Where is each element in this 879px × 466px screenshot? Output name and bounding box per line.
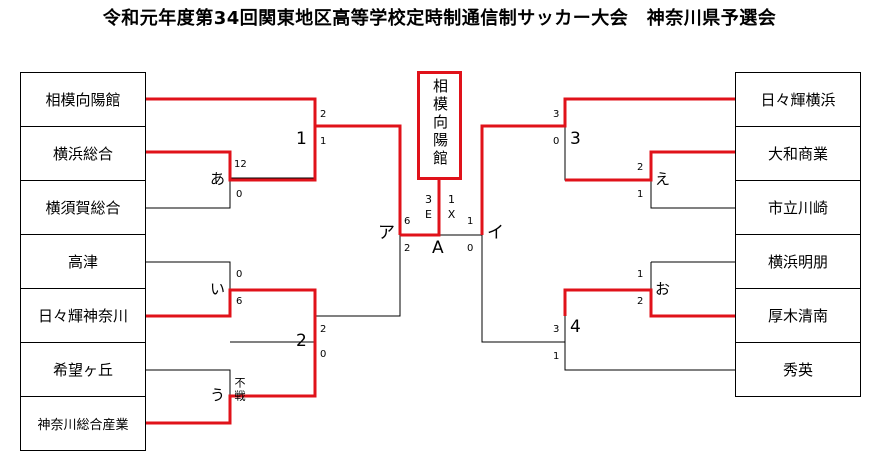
line-a-bottom (146, 178, 231, 209)
win-line-atsugiseinan (563, 288, 735, 318)
left-team-6: 希望ヶ丘 (20, 342, 146, 397)
score-semi-left-bottom: 2 (404, 243, 411, 254)
right-team-1: 日々輝横浜 (735, 72, 861, 127)
win-line-yamatoshogyo (565, 150, 735, 182)
score-e-bottom: 1 (637, 189, 644, 200)
line-left-semi-lower (315, 235, 401, 317)
match-label-e: え (655, 170, 671, 188)
left-team-1: 相模向陽館 (20, 72, 146, 127)
score-u-forfeit: 不戦 (233, 377, 246, 403)
match-label-semi-right: イ (487, 223, 504, 243)
score-m4-bottom: 1 (553, 351, 560, 362)
score-a-top: 12 (234, 159, 247, 170)
right-team-6: 秀英 (735, 342, 861, 397)
match-label-u: う (210, 386, 226, 404)
left-team-5: 日々輝神奈川 (20, 288, 146, 343)
score-e-top: 2 (637, 162, 644, 173)
left-team-2: 横浜総合 (20, 126, 146, 181)
win-line-hibikikanagawa (146, 288, 317, 342)
right-team-2: 大和商業 (735, 126, 861, 181)
match-label-1: 1 (296, 129, 307, 149)
win-line-yokohamasogo (146, 126, 317, 182)
line-m4-bottom (564, 316, 735, 371)
line-right-semi-lower (481, 235, 566, 343)
score-m2-top: 2 (320, 324, 327, 335)
match-label-o: お (655, 280, 671, 298)
champion-name: 相模向陽館 (431, 78, 449, 168)
page-title: 令和元年度第34回関東地区高等学校定時制通信制サッカー大会 神奈川県予選会 (102, 8, 777, 29)
score-a-bottom: 0 (236, 189, 243, 200)
left-team-7: 神奈川総合産業 (20, 396, 146, 451)
win-line-sogamikoyokan (146, 97, 402, 235)
right-team-4: 横浜明朋 (735, 234, 861, 289)
match-label-4: 4 (570, 317, 581, 337)
score-i-top: 0 (236, 269, 243, 280)
score-o-bottom: 2 (637, 296, 644, 307)
match-label-a: あ (210, 170, 226, 188)
score-final-left: 3E (422, 193, 435, 223)
match-label-i: い (210, 280, 226, 298)
left-team-3: 横須賀総合 (20, 180, 146, 235)
score-o-top: 1 (637, 269, 644, 280)
right-team-5: 厚木清南 (735, 288, 861, 343)
line-i-top (146, 261, 231, 290)
score-final-right: 1X (445, 193, 458, 223)
match-label-3: 3 (570, 129, 581, 149)
win-line-hibikiyokohama (480, 97, 735, 235)
score-m1-top: 2 (320, 109, 327, 120)
right-team-3: 市立川崎 (735, 180, 861, 235)
champion-box: 相模向陽館 (417, 71, 462, 180)
line-u-top (146, 369, 231, 396)
match-label-final: A (432, 238, 444, 258)
win-line-left-semi (400, 180, 441, 237)
score-m4-top: 3 (553, 324, 560, 335)
score-m1-bottom: 1 (320, 136, 327, 147)
score-m3-top: 3 (553, 109, 560, 120)
score-semi-right-bottom: 0 (467, 243, 474, 254)
win-line-kanagawasogosangyo (146, 342, 317, 425)
line-o-top (650, 261, 735, 290)
score-m3-bottom: 0 (553, 136, 560, 147)
left-team-4: 高津 (20, 234, 146, 289)
score-i-bottom: 6 (236, 296, 243, 307)
score-m2-bottom: 0 (320, 349, 327, 360)
score-semi-right-top: 1 (467, 216, 474, 227)
match-label-semi-left: ア (378, 223, 395, 243)
match-label-2: 2 (296, 331, 307, 351)
score-semi-left-top: 6 (404, 216, 411, 227)
